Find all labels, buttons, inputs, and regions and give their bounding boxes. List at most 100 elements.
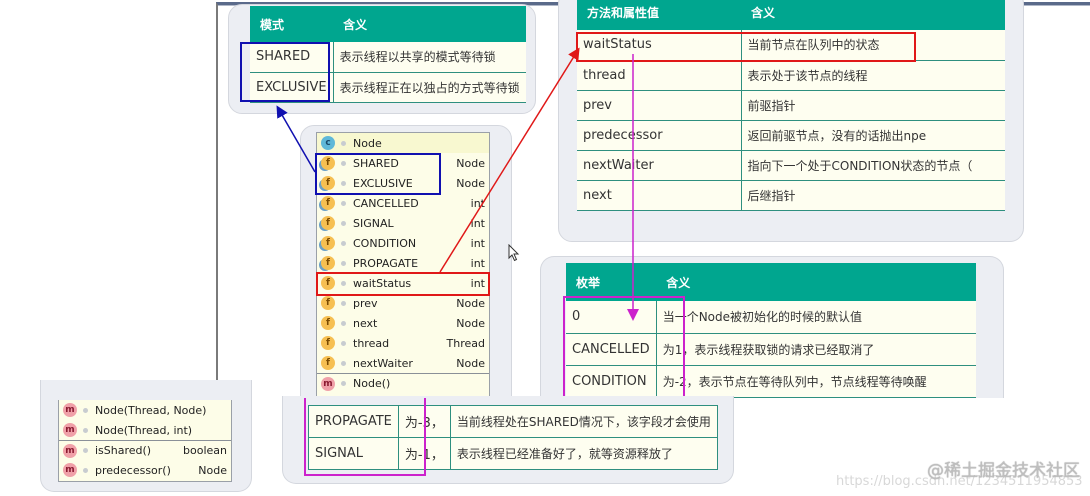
enum-key: 0 [566, 301, 657, 334]
visibility-dot-icon [341, 220, 346, 226]
mode-header-key: 模式 [250, 6, 334, 42]
class-icon: c [321, 136, 335, 150]
visibility-dot-icon [341, 360, 346, 366]
enum-value: 当一个Node被初始化的时候的默认值 [656, 301, 976, 334]
field-type: Node [456, 356, 485, 370]
field-name: CONDITION [353, 236, 417, 250]
attr-value: 指向下一个处于CONDITION状态的节点（ [741, 150, 1005, 181]
table-row: waitStatus 当前节点在队列中的状态 [577, 30, 1005, 61]
structure-field-row[interactable]: f next Node [317, 313, 489, 333]
field-name: nextWaiter [353, 356, 413, 370]
constructor-name: Node(Thread, Node) [95, 403, 207, 417]
static-final-field-icon: f [321, 156, 335, 170]
table-row: PROPAGATE 为-3， 当前线程处在SHARED情况下，该字段才会使用 [308, 405, 719, 438]
enum-value: 当前线程处在SHARED情况下，该字段才会使用 [450, 405, 719, 438]
mode-table: 模式 含义 SHARED 表示线程以共享的模式等待锁 EXCLUSIVE 表示线… [250, 6, 526, 103]
enum-header-key: 枚举 [566, 263, 657, 301]
attr-value: 前驱指针 [741, 90, 1005, 121]
method-icon: m [321, 376, 335, 391]
method-return-type: Node [198, 463, 227, 477]
final-method-icon: m [63, 443, 77, 458]
visibility-dot-icon [341, 300, 346, 306]
visibility-dot-icon [83, 407, 88, 413]
field-icon: f [321, 316, 335, 330]
field-type: int [470, 196, 485, 210]
structure-method-row[interactable]: m isShared() boolean [59, 440, 231, 460]
mode-key: EXCLUSIVE [250, 72, 334, 103]
attr-value: 当前节点在队列中的状态 [741, 30, 1005, 61]
enum-value: 表示线程已经准备好了，就等资源释放了 [450, 437, 719, 470]
attr-key: predecessor [577, 120, 742, 151]
attr-key: thread [577, 60, 742, 91]
field-name: SIGNAL [353, 216, 394, 230]
method-icon: m [63, 423, 77, 437]
structure-field-row[interactable]: f PROPAGATE int [317, 253, 489, 273]
field-type: Node [456, 316, 485, 330]
attr-key: prev [577, 90, 742, 121]
field-name: waitStatus [353, 276, 412, 290]
enum-value-prefix: 为-1， [398, 437, 451, 470]
visibility-dot-icon [83, 448, 88, 453]
attr-header-key: 方法和属性值 [577, 0, 741, 30]
field-name: SHARED [353, 156, 399, 170]
attr-key: next [577, 180, 742, 211]
constructor-name: Node() [353, 377, 391, 390]
field-name: EXCLUSIVE [353, 176, 413, 190]
enum-table: 枚举 含义 0 当一个Node被初始化的时候的默认值 CANCELLED 为1，… [566, 263, 976, 398]
structure-field-row[interactable]: f prev Node [317, 293, 489, 313]
enum-value: 为-2，表示节点在等待队列中，节点线程等待唤醒 [656, 365, 976, 398]
table-row: CONDITION 为-2，表示节点在等待队列中，节点线程等待唤醒 [566, 365, 976, 398]
attr-key: nextWaiter [577, 150, 742, 181]
structure-field-row[interactable]: f EXCLUSIVE Node [317, 173, 489, 193]
field-type: Node [456, 296, 485, 310]
structure-class-row[interactable]: c Node [317, 133, 489, 153]
attr-value: 返回前驱节点，没有的话抛出npe [741, 120, 1005, 151]
method-name: isShared() [95, 444, 152, 457]
mode-value: 表示线程以共享的模式等待锁 [333, 42, 526, 73]
table-row: CANCELLED 为1，表示线程获取锁的请求已经取消了 [566, 333, 976, 366]
static-final-field-icon: f [321, 256, 335, 270]
watermark-url: https://blog.csdn.net/1234511954853 [836, 474, 1083, 489]
table-row: predecessor 返回前驱节点，没有的话抛出npe [577, 120, 1005, 151]
table-row: prev 前驱指针 [577, 90, 1005, 121]
structure-field-row[interactable]: f CONDITION int [317, 233, 489, 253]
table-row: nextWaiter 指向下一个处于CONDITION状态的节点（ [577, 150, 1005, 181]
structure-field-row[interactable]: f thread Thread [317, 333, 489, 353]
static-final-field-icon: f [321, 176, 335, 190]
node-structure-panel: c Node f SHARED Node f EXCLUSIVE Node f … [316, 132, 490, 396]
field-icon: f [321, 336, 335, 350]
field-type: Thread [446, 336, 485, 350]
visibility-dot-icon [341, 200, 346, 206]
constructor-name: Node(Thread, int) [95, 423, 193, 437]
visibility-dot-icon [341, 340, 346, 346]
enum-value: 为1，表示线程获取锁的请求已经取消了 [656, 333, 976, 366]
structure-constructor-row[interactable]: m Node(Thread, int) [59, 420, 231, 440]
structure-field-row[interactable]: f CANCELLED int [317, 193, 489, 213]
watermark-text: @稀土掘金技术社区 [927, 461, 1080, 481]
enum-key: CONDITION [566, 365, 657, 398]
enum-header-value: 含义 [656, 263, 976, 301]
structure-field-row[interactable]: f SIGNAL int [317, 213, 489, 233]
field-icon: f [321, 356, 335, 370]
structure-method-row[interactable]: m predecessor() Node [59, 460, 231, 480]
mouse-cursor-icon [508, 244, 520, 262]
structure-field-row[interactable]: f SHARED Node [317, 153, 489, 173]
visibility-dot-icon [341, 180, 346, 186]
enum-table-lower: PROPAGATE 为-3， 当前线程处在SHARED情况下，该字段才会使用 S… [308, 405, 719, 470]
structure-field-row[interactable]: f waitStatus int [317, 273, 489, 293]
static-final-field-icon: f [321, 236, 335, 250]
visibility-dot-icon [341, 280, 346, 286]
structure-field-row[interactable]: f nextWaiter Node [317, 353, 489, 373]
structure-constructor-row[interactable]: m Node() [317, 373, 489, 393]
method-name: predecessor() [95, 463, 171, 477]
visibility-dot-icon [83, 467, 88, 473]
mode-header-value: 含义 [333, 6, 526, 42]
field-icon: f [321, 296, 335, 310]
structure-constructor-row[interactable]: m Node(Thread, Node) [59, 400, 231, 420]
enum-key: CANCELLED [566, 333, 657, 366]
visibility-dot-icon [341, 320, 346, 326]
field-name: next [353, 316, 378, 330]
class-name: Node [353, 136, 382, 150]
static-final-field-icon: f [321, 216, 335, 230]
final-method-icon: m [63, 463, 77, 477]
